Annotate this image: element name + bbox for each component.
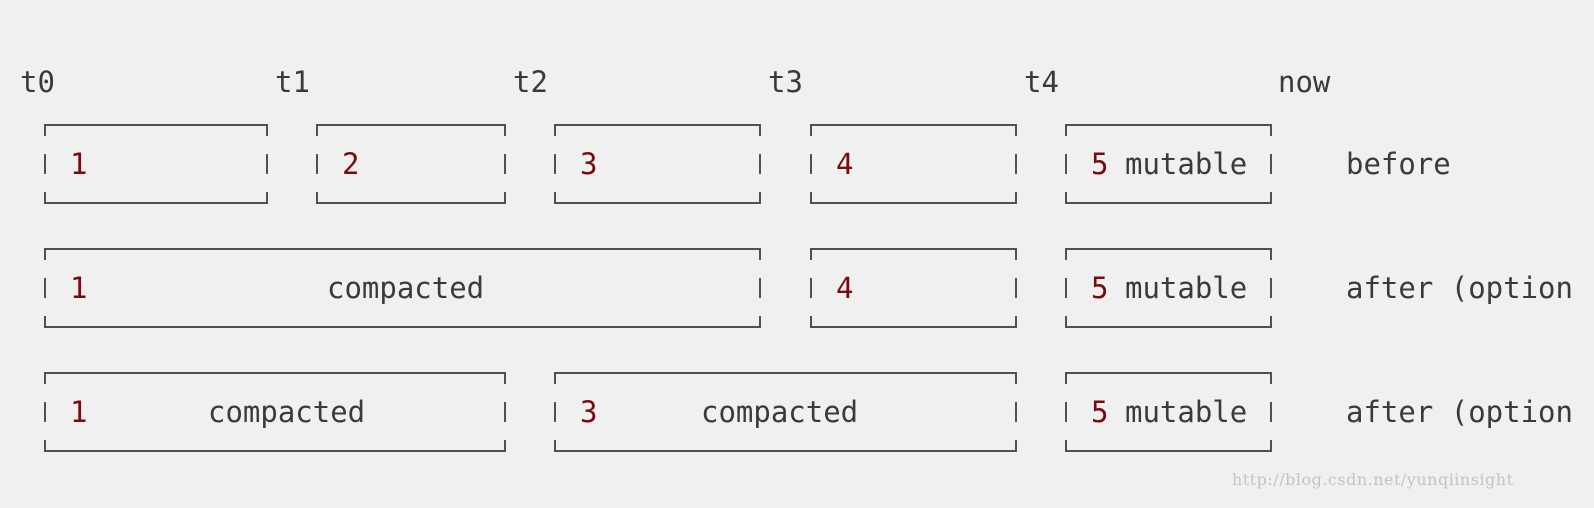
segment-box-mutable: 5 mutable: [1065, 124, 1272, 204]
row-label-after-option: after (option: [1346, 395, 1573, 429]
segment-box: 4: [810, 248, 1017, 328]
segment-box: 4: [810, 124, 1017, 204]
segment-label: mutable: [1125, 271, 1248, 305]
row-label-before: before: [1346, 147, 1451, 181]
segment-number: 5: [1091, 395, 1109, 429]
segment-number: 4: [836, 271, 854, 305]
segment-label: compacted: [208, 395, 366, 429]
segment-number: 4: [836, 147, 854, 181]
row-label-after-option: after (option: [1346, 271, 1573, 305]
segment-box: 3: [554, 124, 761, 204]
segment-number: 1: [70, 271, 88, 305]
segment-label: compacted: [327, 271, 485, 305]
time-label-t2: t2: [513, 65, 548, 99]
segment-box-compacted: 3 compacted: [554, 372, 1017, 452]
segment-number: 3: [580, 395, 598, 429]
segment-number: 1: [70, 395, 88, 429]
time-label-t3: t3: [768, 65, 803, 99]
segment-box-compacted: 1 compacted: [44, 372, 506, 452]
time-label-t0: t0: [20, 65, 55, 99]
time-label-t1: t1: [275, 65, 310, 99]
time-label-now: now: [1278, 65, 1331, 99]
segment-box-compacted: 1 compacted: [44, 248, 761, 328]
segment-label: compacted: [701, 395, 859, 429]
segment-label: mutable: [1125, 395, 1248, 429]
segment-number: 5: [1091, 147, 1109, 181]
segment-label: mutable: [1125, 147, 1248, 181]
segment-box-mutable: 5 mutable: [1065, 372, 1272, 452]
segment-box: 1: [44, 124, 268, 204]
segment-box-mutable: 5 mutable: [1065, 248, 1272, 328]
segment-number: 3: [580, 147, 598, 181]
segment-number: 5: [1091, 271, 1109, 305]
segment-number: 2: [342, 147, 360, 181]
time-label-t4: t4: [1024, 65, 1059, 99]
segment-number: 1: [70, 147, 88, 181]
watermark: http://blog.csdn.net/yunqiinsight: [1232, 470, 1514, 489]
segment-box: 2: [316, 124, 506, 204]
